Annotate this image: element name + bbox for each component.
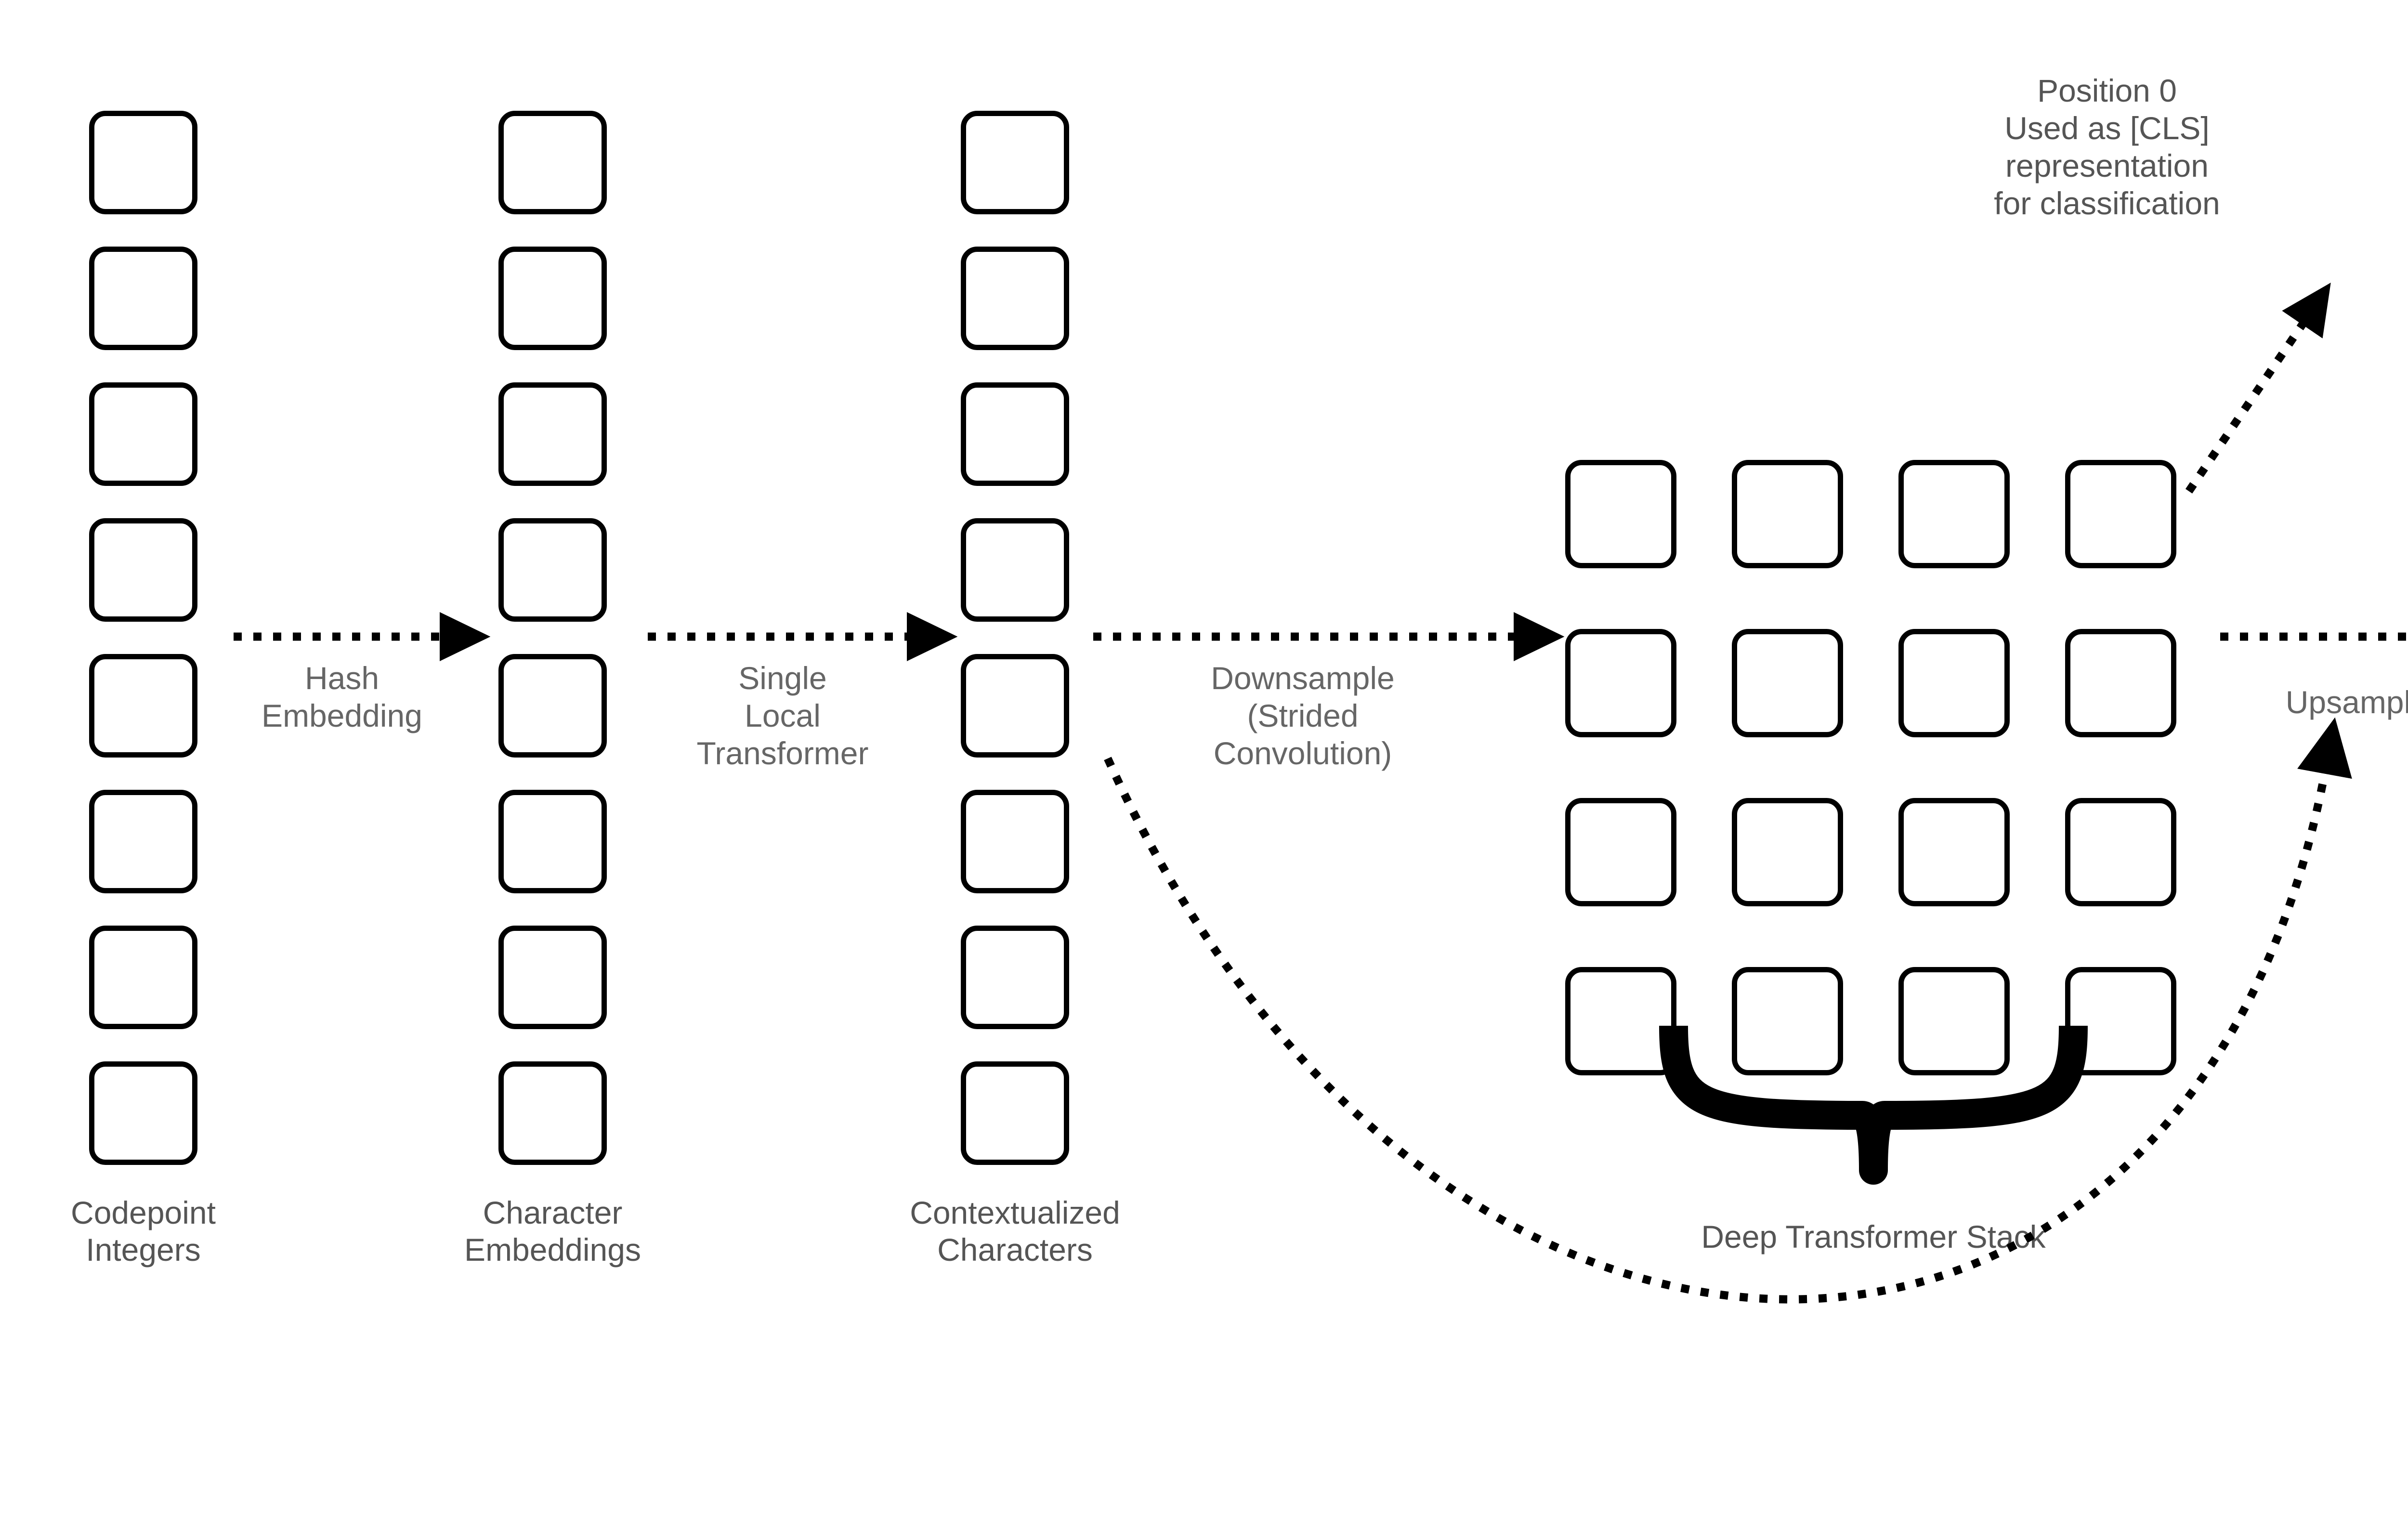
caption-contextualized-characters: Contextualized Characters	[910, 1195, 1120, 1268]
cell-deep-transformer-stack	[1565, 460, 1676, 568]
annotation-position-zero-cls: Position 0 Used as [CLS] representation …	[1994, 73, 2220, 221]
cell-character-embeddings	[498, 382, 607, 486]
cell-deep-transformer-stack	[1898, 460, 2010, 568]
cell-contextualized-characters	[961, 1061, 1069, 1165]
cell-deep-transformer-stack	[2065, 967, 2176, 1075]
cell-deep-transformer-stack	[1565, 629, 1676, 737]
cell-character-embeddings	[498, 654, 607, 758]
label-upsampling: Upsampling	[2285, 684, 2408, 720]
cell-contextualized-characters	[961, 926, 1069, 1029]
cell-codepoint-integers	[89, 790, 197, 893]
cell-codepoint-integers	[89, 111, 197, 214]
cell-deep-transformer-stack	[1732, 629, 1843, 737]
cell-deep-transformer-stack	[1732, 798, 1843, 906]
cell-contextualized-characters	[961, 518, 1069, 622]
cell-character-embeddings	[498, 926, 607, 1029]
cell-deep-transformer-stack	[1898, 798, 2010, 906]
cell-codepoint-integers	[89, 926, 197, 1029]
cell-deep-transformer-stack	[1898, 629, 2010, 737]
cell-contextualized-characters	[961, 382, 1069, 486]
cell-character-embeddings	[498, 518, 607, 622]
cell-deep-transformer-stack	[1732, 460, 1843, 568]
cell-deep-transformer-stack	[1565, 967, 1676, 1075]
label-downsample-strided-convolution: Downsample (Strided Convolution)	[1211, 660, 1395, 771]
caption-deep-transformer-stack: Deep Transformer Stack	[1701, 1219, 2046, 1255]
cell-deep-transformer-stack	[1898, 967, 2010, 1075]
label-single-local-transformer: Single Local Transformer	[696, 660, 869, 771]
cell-character-embeddings	[498, 247, 607, 350]
cell-character-embeddings	[498, 790, 607, 893]
cell-codepoint-integers	[89, 1061, 197, 1165]
cell-codepoint-integers	[89, 654, 197, 758]
label-hash-embedding: Hash Embedding	[262, 660, 422, 733]
cell-codepoint-integers	[89, 518, 197, 622]
arrow-cls-callout	[2185, 282, 2331, 494]
cell-character-embeddings	[498, 111, 607, 214]
cell-codepoint-integers	[89, 382, 197, 486]
cell-contextualized-characters	[961, 654, 1069, 758]
cell-codepoint-integers	[89, 247, 197, 350]
cell-deep-transformer-stack	[1732, 967, 1843, 1075]
caption-character-embeddings: Character Embeddings	[464, 1195, 641, 1268]
cell-contextualized-characters	[961, 247, 1069, 350]
cell-deep-transformer-stack	[2065, 798, 2176, 906]
cell-character-embeddings	[498, 1061, 607, 1165]
cell-contextualized-characters	[961, 790, 1069, 893]
cell-deep-transformer-stack	[2065, 460, 2176, 568]
cell-contextualized-characters	[961, 111, 1069, 214]
caption-codepoint-integers: Codepoint Integers	[71, 1195, 216, 1268]
cell-deep-transformer-stack	[2065, 629, 2176, 737]
cell-deep-transformer-stack	[1565, 798, 1676, 906]
